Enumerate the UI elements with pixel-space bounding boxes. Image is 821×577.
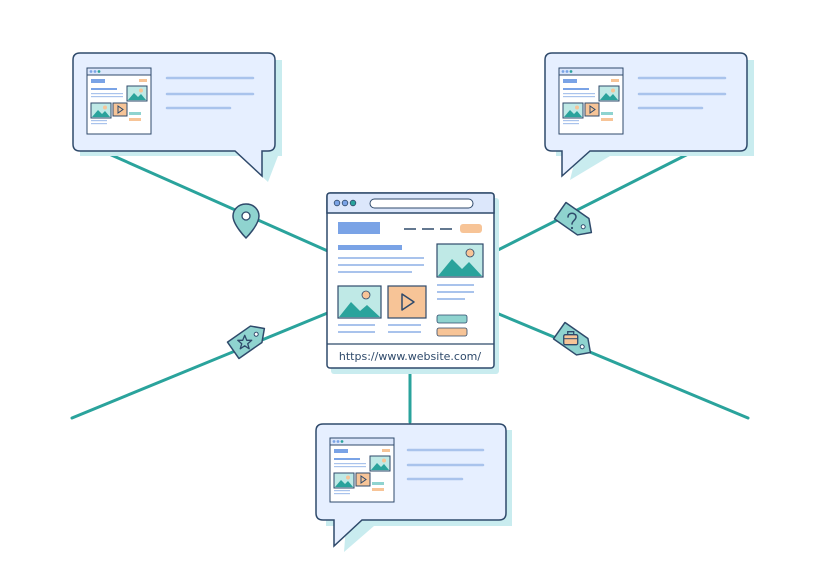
caption-lines: [338, 324, 421, 333]
side-lines: [437, 284, 474, 300]
callout-top-left: [72, 52, 282, 182]
tag-question: [553, 201, 593, 236]
connector-bottom-left: [70, 310, 332, 420]
briefcase-icon: [563, 331, 579, 346]
connector-bottom-right: [492, 310, 750, 420]
text-lines: [406, 448, 485, 481]
callout-bottom: [315, 423, 512, 552]
nav-cta: [460, 224, 482, 233]
address-bar: [369, 198, 474, 209]
text-lines: [165, 76, 255, 110]
logo-block: [338, 222, 380, 234]
browser-frame: [326, 192, 495, 369]
center-browser-window: https://www.website.com/: [326, 192, 499, 374]
star-icon: [237, 334, 253, 350]
tag-briefcase: [552, 321, 592, 356]
button-orange: [436, 327, 468, 337]
connector-top-left: [98, 148, 332, 254]
question-mark-icon: [567, 212, 577, 230]
headline-bar: [338, 245, 402, 250]
window-dot-1: [333, 199, 341, 207]
callout-top-right: [544, 52, 754, 180]
url-text[interactable]: https://www.website.com/: [339, 350, 482, 363]
image-icon: [337, 285, 382, 319]
mini-browser: [329, 437, 395, 503]
connector-lines: [70, 146, 750, 424]
text-lines: [637, 76, 727, 110]
button-teal: [436, 314, 468, 324]
paragraph-lines: [338, 257, 424, 273]
play-icon: [387, 285, 427, 319]
mini-browser: [558, 67, 624, 135]
location-pin-icon: [232, 203, 260, 240]
mini-browser: [86, 67, 152, 135]
connector-top-right: [492, 146, 702, 254]
window-dot-2: [341, 199, 349, 207]
tag-star: [226, 325, 266, 360]
tag-location: [232, 203, 260, 240]
window-dot-3: [349, 199, 357, 207]
image-icon: [436, 243, 484, 278]
